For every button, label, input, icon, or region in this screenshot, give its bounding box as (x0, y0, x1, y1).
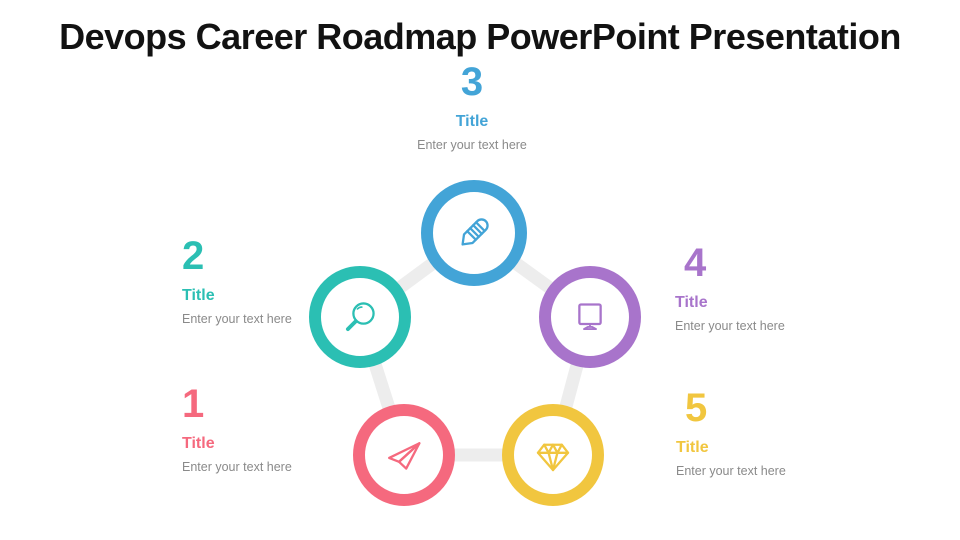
item-2-label: 2 Title Enter your text here (182, 236, 372, 326)
item-1-label: 1 Title Enter your text here (182, 384, 372, 474)
item-4-label: 4 Title Enter your text here (675, 243, 865, 333)
item-2-placeholder: Enter your text here (182, 312, 292, 326)
pencil-icon (461, 218, 489, 246)
item-3-title: Title (455, 113, 489, 130)
item-5-title: Title (676, 439, 709, 456)
paper-plane-icon (388, 442, 421, 470)
magnifier-icon (345, 302, 375, 332)
diamond-icon (536, 443, 570, 472)
monitor-icon (578, 303, 602, 331)
item-4-title: Title (675, 294, 708, 311)
item-2-title: Title (182, 287, 215, 304)
item-5-label: 5 Title Enter your text here (676, 388, 866, 478)
diagram-node-5 (502, 404, 604, 506)
item-1-title: Title (182, 435, 215, 452)
item-3-label: 3 Title Enter your text here (327, 62, 617, 152)
item-1-number: 1 (182, 382, 205, 426)
item-3-placeholder: Enter your text here (417, 138, 527, 152)
diagram-node-3 (421, 180, 527, 286)
item-3-number: 3 (460, 60, 484, 104)
slide-title: Devops Career Roadmap PowerPoint Present… (59, 16, 901, 57)
item-2-number: 2 (182, 234, 205, 278)
diagram-node-4 (539, 266, 641, 368)
item-5-number: 5 (685, 386, 708, 430)
item-4-number: 4 (684, 241, 707, 285)
item-4-placeholder: Enter your text here (675, 319, 785, 333)
item-1-placeholder: Enter your text here (182, 460, 292, 474)
item-5-placeholder: Enter your text here (676, 464, 786, 478)
